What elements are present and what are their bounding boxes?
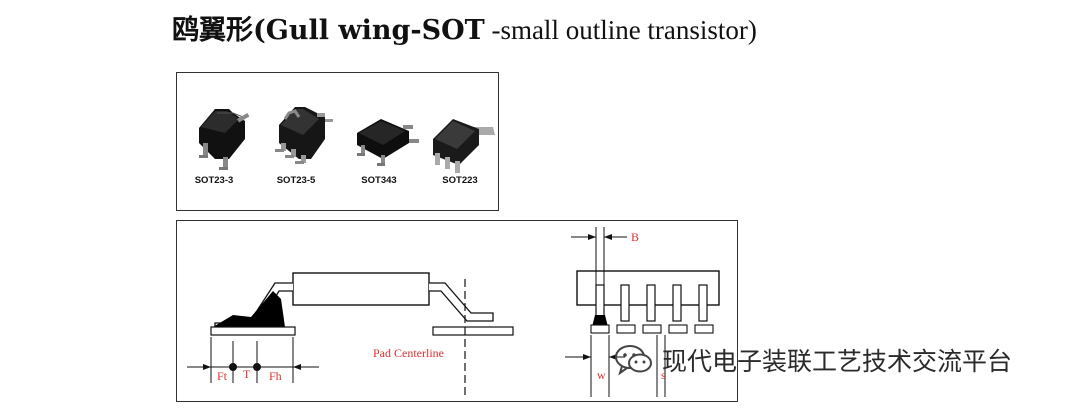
wechat-icon [615, 345, 652, 376]
side-view: Pad Centerline Ft T Fh [187, 272, 514, 397]
gull-wing-diagram: Pad Centerline Ft T Fh [187, 227, 720, 397]
component-body [292, 272, 430, 306]
title-sub: -small outline transistor) [484, 15, 757, 45]
land-pad [210, 326, 296, 336]
pad-centerline-label: Pad Centerline [373, 346, 444, 360]
package-images [199, 107, 495, 173]
sot23-3-package-icon [199, 109, 250, 170]
dim-ft-label: Ft [217, 369, 228, 383]
dim-w-label: w [597, 368, 606, 382]
page-title: 鸥翼形(Gull wing-SOT -small outline transis… [172, 8, 757, 47]
sot343-package-icon [357, 119, 419, 166]
front-view: B w s [565, 227, 720, 397]
package-label: SOT343 [361, 175, 397, 186]
front-leads [595, 284, 708, 322]
dim-fh-label: Fh [269, 369, 282, 383]
sot223-package-icon [433, 119, 495, 173]
dimension-diagram-panel: Pad Centerline Ft T Fh [176, 220, 738, 402]
watermark: 现代电子装联工艺技术交流平台 [614, 340, 1012, 380]
sot23-5-package-icon [275, 107, 333, 164]
package-label: SOT23-5 [276, 175, 316, 186]
watermark-text: 现代电子装联工艺技术交流平台 [662, 347, 1013, 376]
right-lead [429, 282, 494, 322]
dim-b-label: B [631, 230, 639, 244]
dim-t-label: T [243, 367, 251, 381]
dim-s-label: s [661, 368, 666, 382]
package-label: SOT223 [442, 175, 478, 186]
package-images-panel: SOT23-3 SOT23-5 SOT343 SOT223 [176, 72, 499, 211]
right-land-pad [432, 326, 514, 336]
title-main: 鸥翼形(Gull wing-SOT [172, 15, 485, 46]
solder-fillet [213, 291, 285, 327]
front-pads [590, 324, 714, 334]
package-label: SOT23-3 [194, 175, 234, 186]
